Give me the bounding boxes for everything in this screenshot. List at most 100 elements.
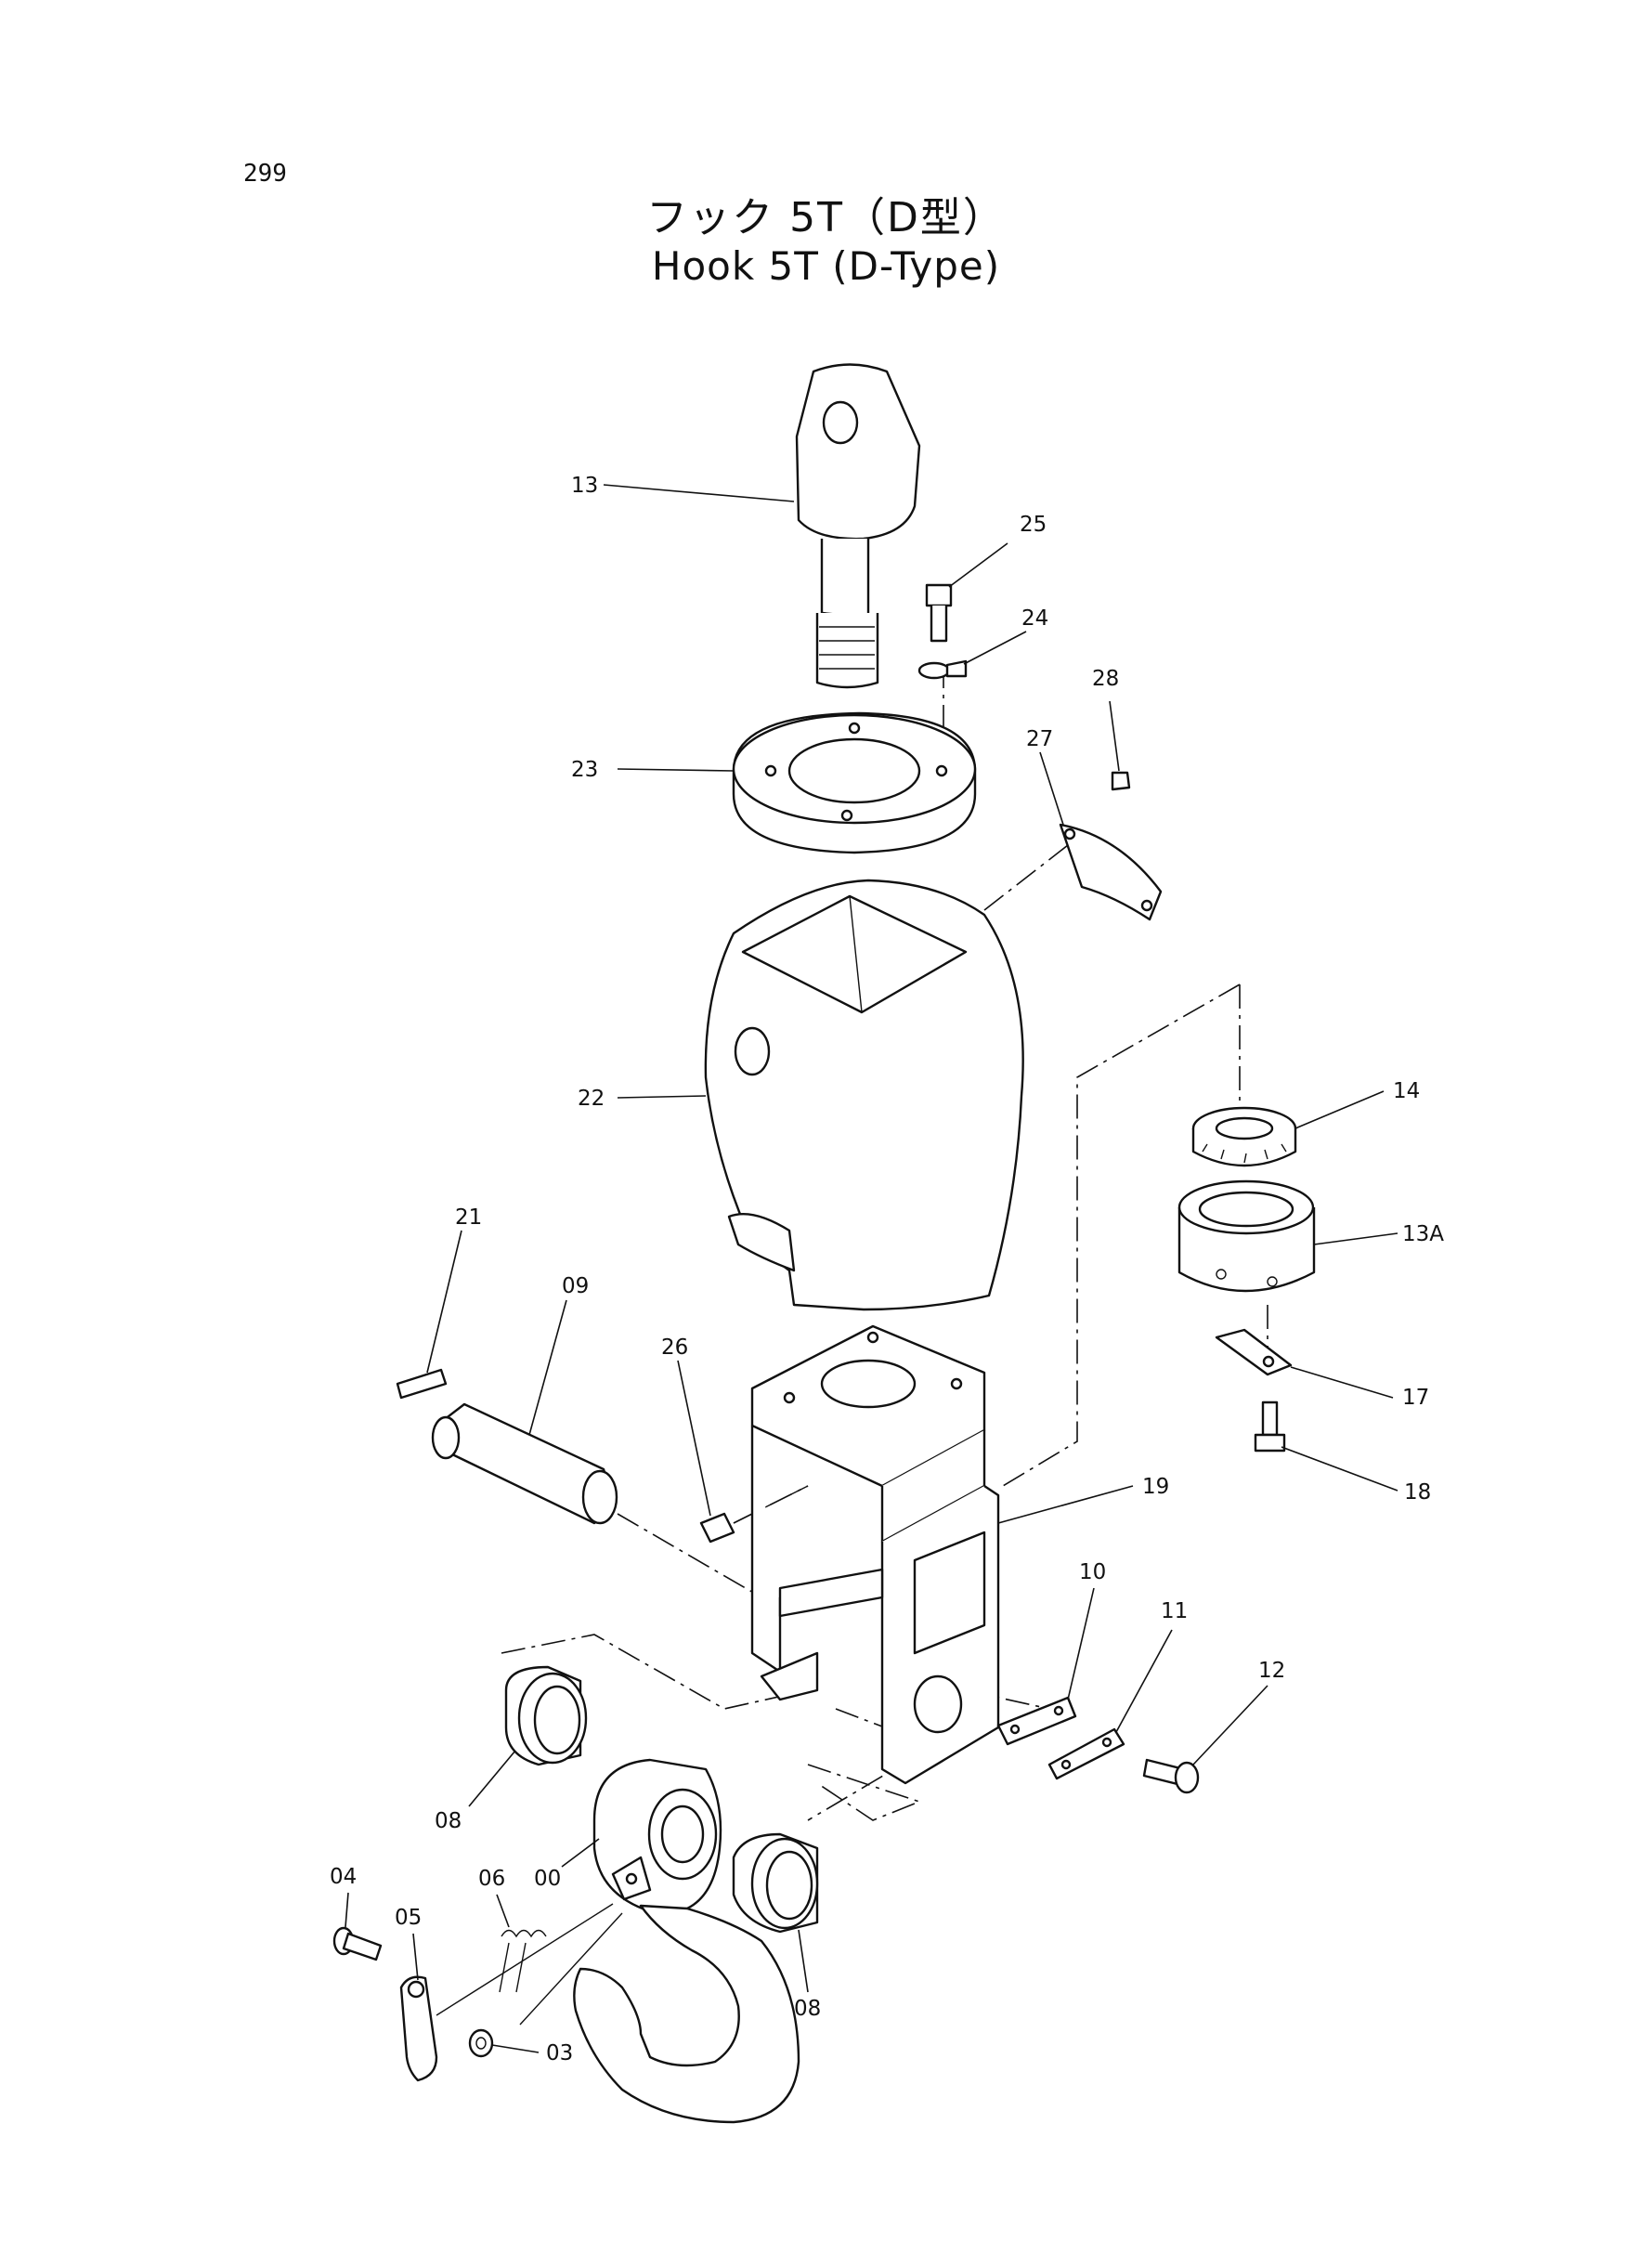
label-09: 09 — [562, 1274, 589, 1298]
label-24: 24 — [1021, 606, 1048, 631]
pin-09-end — [431, 1415, 461, 1460]
flange-hole-4 — [840, 809, 853, 822]
leader-21 — [426, 1230, 462, 1374]
leader-13A — [1313, 1232, 1398, 1245]
label-04: 04 — [330, 1865, 357, 1889]
leader-22 — [617, 1095, 707, 1099]
chainline-bearing — [1002, 984, 1241, 1487]
bushing-right-bore — [765, 1850, 813, 1921]
shaft-threaded-end — [815, 613, 879, 689]
bolt-25-head — [925, 583, 953, 607]
key-21 — [396, 1368, 448, 1400]
yoke-left-leg — [750, 1426, 782, 1674]
cover-bottom-notch — [727, 1213, 796, 1272]
leader-14 — [1294, 1090, 1385, 1129]
bolt-12-head — [1174, 1761, 1200, 1794]
label-19: 19 — [1142, 1475, 1169, 1499]
part-19-yoke — [750, 1324, 1000, 1785]
part-06-spring — [499, 1929, 547, 1993]
leader-11 — [1115, 1629, 1173, 1733]
part-13A-nut — [1177, 1179, 1316, 1293]
part-25-bolt — [925, 583, 953, 643]
leader-lines — [345, 484, 1398, 2053]
part-23-flange — [732, 711, 977, 854]
label-22: 22 — [578, 1087, 605, 1111]
shaft-eye-head — [795, 363, 921, 541]
leader-23 — [617, 768, 735, 772]
label-13: 13 — [571, 474, 598, 498]
shaft-thread-lines — [819, 626, 875, 670]
shaft-eye-hole — [822, 400, 859, 445]
chainline-bushing-left — [501, 1634, 809, 1710]
title-english: Hook 5T (D-Type) — [651, 243, 1001, 289]
part-17-lockplate — [1215, 1328, 1293, 1376]
spring-06-leg-a — [499, 1942, 510, 1993]
leader-10 — [1067, 1587, 1095, 1700]
bushing-left-bore — [533, 1685, 581, 1755]
leader-12 — [1192, 1685, 1268, 1765]
label-13A: 13A — [1402, 1222, 1444, 1246]
leader-08-right — [798, 1929, 809, 1993]
label-17: 17 — [1402, 1386, 1429, 1410]
chainline-plate-27 — [983, 844, 1069, 911]
part-04-bolt — [332, 1926, 383, 1961]
leader-08-left — [468, 1750, 516, 1807]
leader-25 — [948, 542, 1008, 588]
plate-27-hole-b — [1140, 899, 1153, 912]
label-27: 27 — [1026, 727, 1053, 751]
part-13-shaft — [795, 363, 921, 689]
page-number: 299 — [243, 160, 287, 188]
leader-04 — [345, 1892, 349, 1928]
part-14-bearing — [1191, 1106, 1297, 1167]
leader-18 — [1281, 1446, 1398, 1492]
label-12: 12 — [1258, 1659, 1285, 1683]
label-28: 28 — [1092, 667, 1119, 691]
label-26: 26 — [661, 1335, 688, 1360]
pin-09-head — [581, 1469, 618, 1525]
cover-square-opening — [741, 894, 968, 1014]
yoke-hole-3 — [950, 1377, 963, 1390]
label-11: 11 — [1161, 1599, 1188, 1623]
label-08-left: 08 — [435, 1809, 462, 1833]
label-18: 18 — [1404, 1480, 1431, 1505]
bolt-28 — [1111, 771, 1131, 791]
chainline-latch — [436, 1903, 614, 2016]
spring-06-coil — [501, 1929, 547, 1938]
hook-lug-hole — [625, 1872, 638, 1885]
flange-hole-3 — [935, 764, 948, 777]
latch-05-pivot — [407, 1980, 425, 1999]
part-28-bolt — [1111, 771, 1131, 791]
flange-hole-1 — [764, 764, 777, 777]
label-23: 23 — [571, 758, 598, 782]
bolt-18-shank — [1261, 1401, 1279, 1437]
lockwasher-ring — [917, 661, 951, 680]
part-10-plate — [996, 1696, 1077, 1746]
leader-13 — [603, 484, 795, 502]
leader-19 — [997, 1485, 1134, 1524]
yoke-hole-1 — [783, 1391, 796, 1404]
label-00: 00 — [534, 1867, 561, 1891]
leader-26 — [677, 1360, 711, 1517]
yoke-lower-inner — [760, 1651, 819, 1701]
chainline-spring — [519, 1912, 623, 2026]
part-03-nut — [468, 2028, 494, 2058]
part-08-bushing-left — [504, 1665, 588, 1766]
nipple-26 — [699, 1512, 735, 1544]
flange-hole-2 — [848, 722, 861, 735]
leader-27 — [1039, 751, 1064, 826]
label-21: 21 — [455, 1205, 482, 1230]
plate-10-hole-b — [1053, 1705, 1064, 1716]
nut-hole-a — [1216, 1269, 1227, 1280]
cover-opening-edge — [849, 895, 863, 1013]
nipple-26-shank — [733, 1485, 809, 1524]
plate-10 — [996, 1696, 1077, 1746]
bearing-side — [1191, 1128, 1297, 1167]
latch-05-body — [399, 1975, 438, 2082]
lockplate-17 — [1215, 1328, 1293, 1376]
leader-00 — [561, 1838, 600, 1868]
bolt-25-shank — [930, 606, 948, 643]
callout-labels: 13 25 24 28 27 23 22 14 13A 21 09 26 17 … — [330, 474, 1444, 2065]
part-00-hook — [573, 1758, 800, 2124]
chainline-bushing-center — [807, 1764, 922, 1821]
